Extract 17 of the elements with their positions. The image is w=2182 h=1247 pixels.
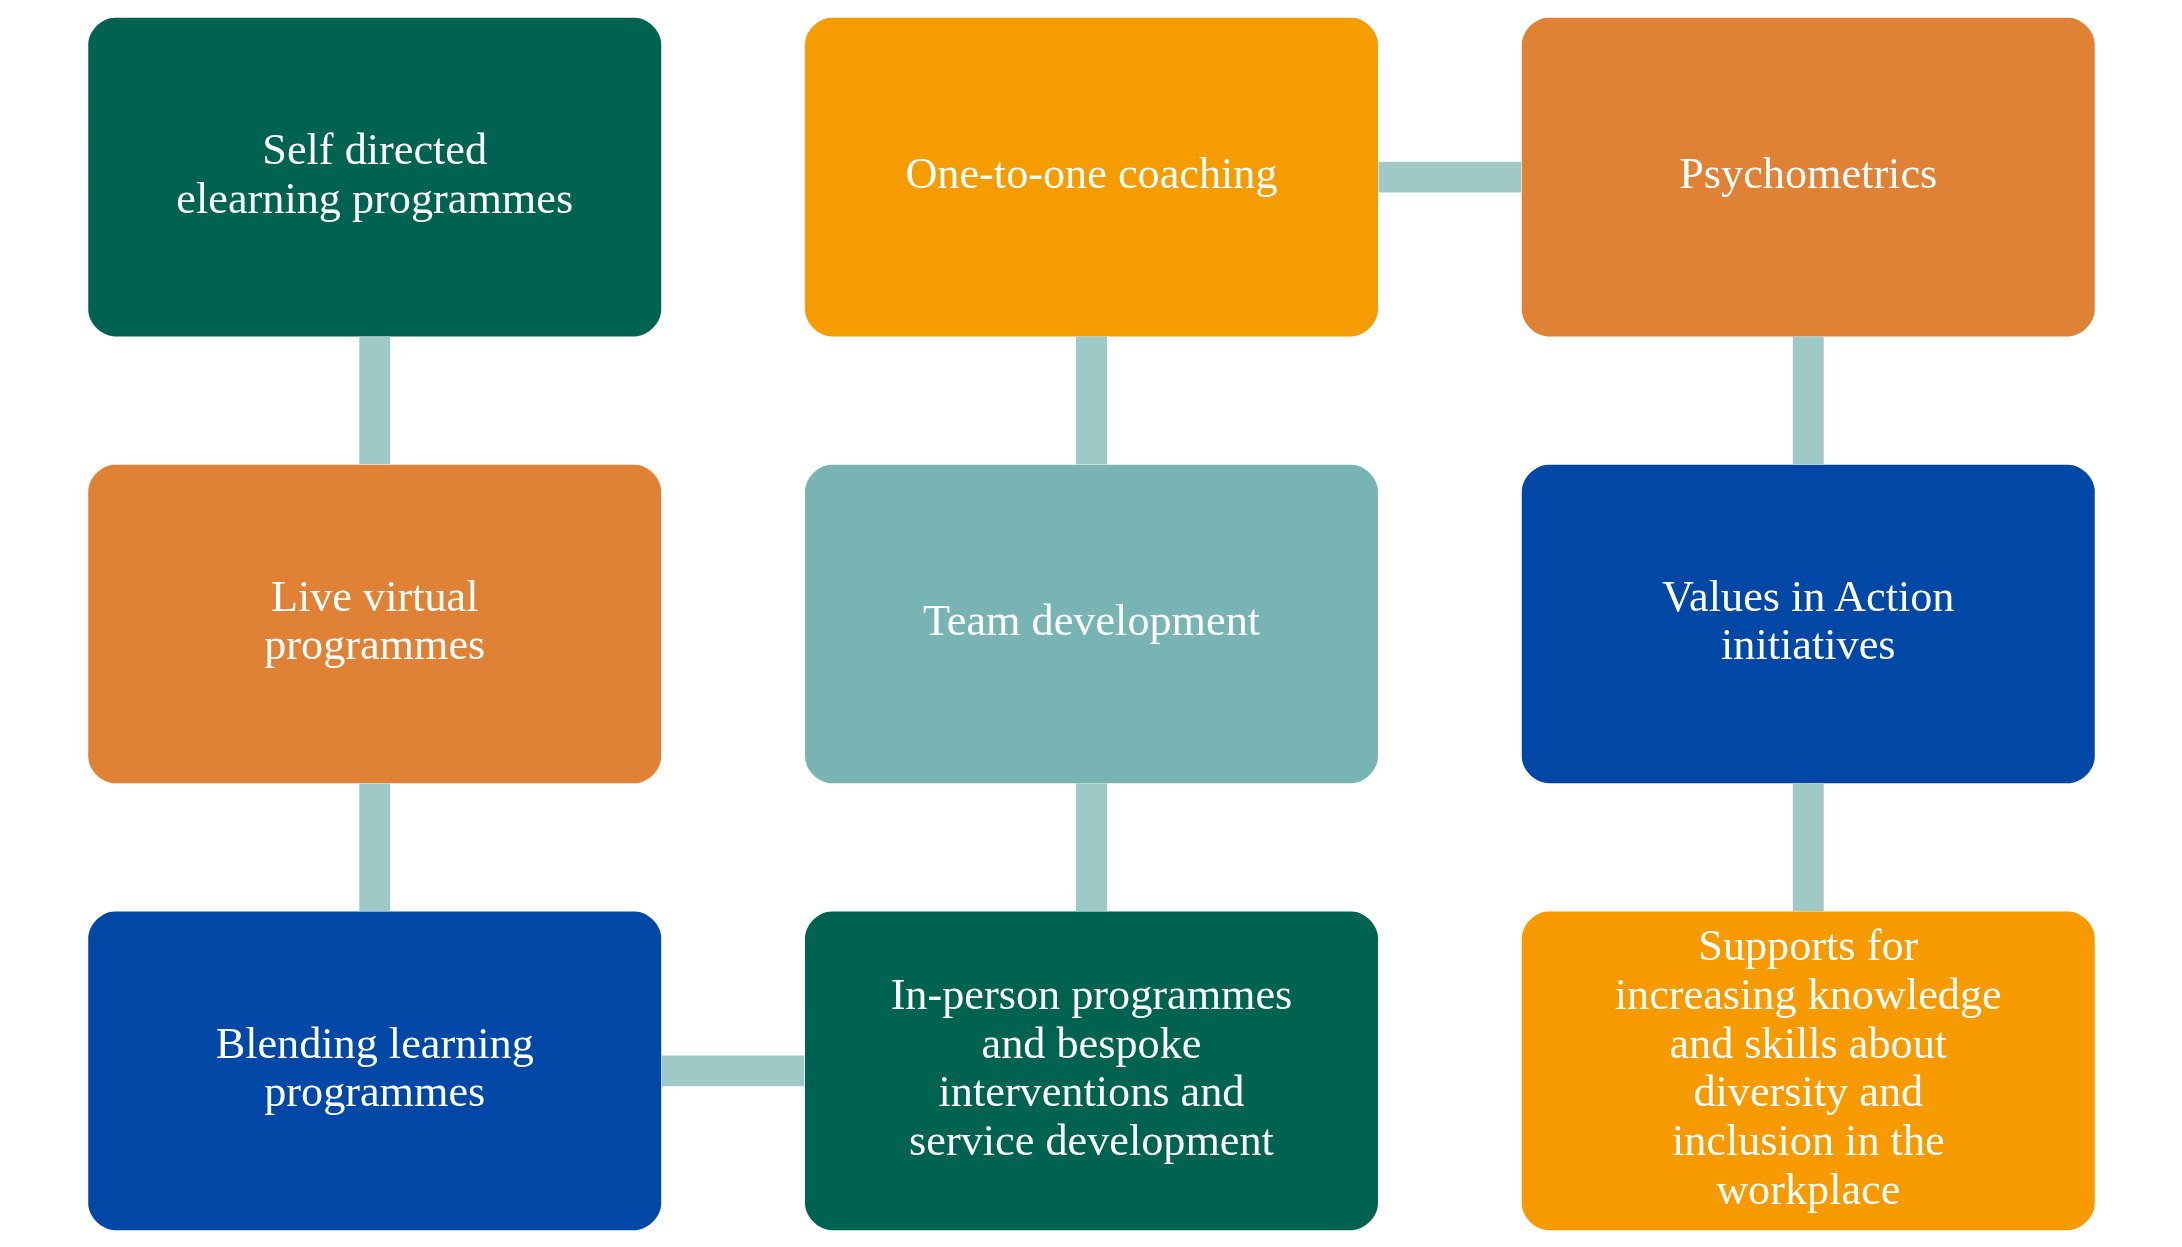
node-box: In-person programmes and bespoke interventions and service development: [804, 911, 1378, 1230]
connector: [358, 336, 390, 464]
node-box: One-to-one coaching: [804, 17, 1378, 336]
node-box: Team development: [804, 464, 1378, 783]
node-box: Self directed elearning programmes: [87, 17, 661, 336]
connector: [1792, 782, 1824, 911]
connector: [661, 1054, 804, 1086]
node-box: Values in Action initiatives: [1521, 464, 2095, 783]
node-box: Psychometrics: [1521, 17, 2095, 336]
node-box: Live virtual programmes: [87, 464, 661, 783]
connector: [1792, 336, 1824, 464]
node-box: Blending learning programmes: [87, 911, 661, 1230]
node-box: Supports for increasing knowledge and skills about diversity and inclusion in the workplace: [1521, 911, 2095, 1230]
connector: [1075, 782, 1107, 911]
connector: [1075, 336, 1107, 464]
connector: [358, 782, 390, 911]
connector: [1378, 161, 1521, 193]
